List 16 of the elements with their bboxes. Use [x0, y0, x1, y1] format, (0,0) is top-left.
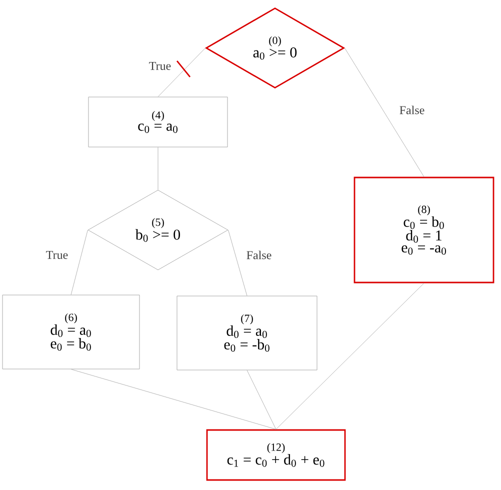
connector-line: [276, 282, 424, 430]
process-box: (7) d$_{0}$ = a$_{0}$ e$_{0}$ = -b$_{0}$: [176, 296, 318, 370]
process-box: (4) c$_{0}$ = a$_{0}$: [88, 96, 228, 148]
connector-line: [228, 230, 248, 296]
connector-line: [344, 48, 424, 178]
connector-line: [246, 370, 276, 430]
connector-line: [158, 48, 206, 97]
process-box: (8) c$_{0}$ = b$_{0}$ d$_{0}$ = 1 e$_{0}$ = -a$_{0}$: [354, 176, 494, 284]
process-box: (12) c$_{1}$ = c$_{0}$ + d$_{0}$ + e$_{0}$: [206, 429, 346, 481]
connector-line: [70, 369, 276, 430]
connector-line: [70, 230, 88, 295]
edge-label: True: [44, 250, 70, 260]
edge-label: False: [245, 250, 273, 260]
process-box: (6) d$_{0}$ = a$_{0}$ e$_{0}$ = b$_{0}$: [2, 294, 140, 370]
edge-label: False: [398, 104, 426, 116]
edge-label: True: [148, 61, 172, 71]
